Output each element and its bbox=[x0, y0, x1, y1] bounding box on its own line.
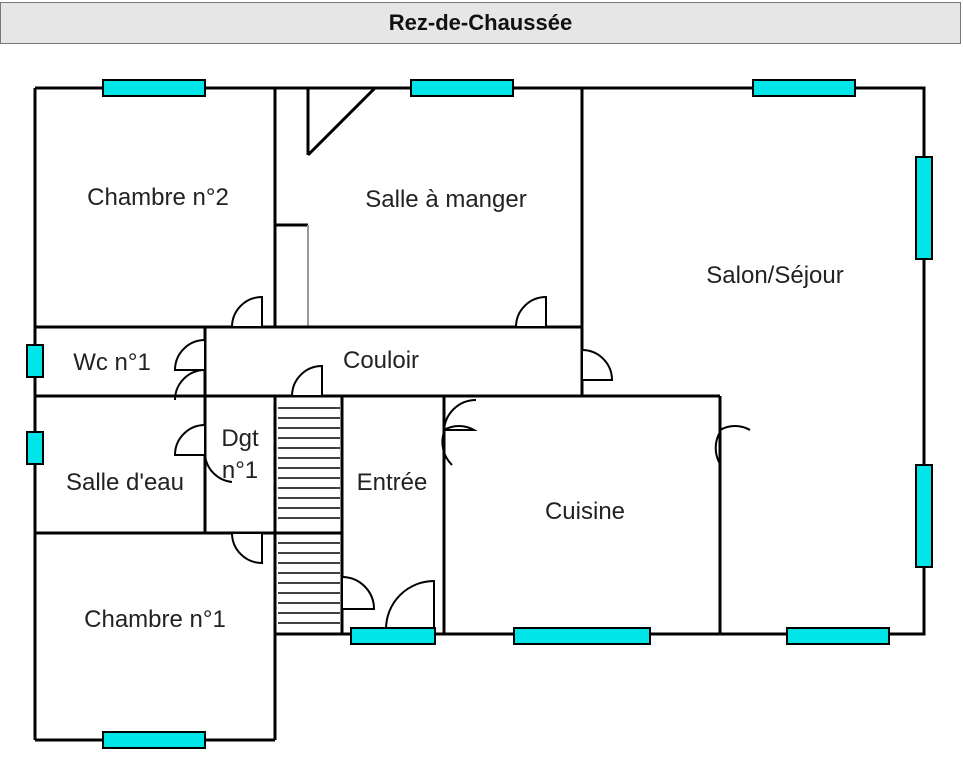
room-label-chambre2: Chambre n°2 bbox=[87, 184, 229, 211]
room-label-dgt-line1: Dgt bbox=[221, 425, 259, 452]
doors bbox=[173, 295, 751, 630]
floor-title: Rez-de-Chaussée bbox=[388, 10, 573, 35]
room-label-cuisine: Cuisine bbox=[545, 498, 625, 525]
stairs bbox=[278, 407, 340, 624]
room-label-salle-manger: Salle à manger bbox=[365, 186, 526, 213]
room-label-salle-eau: Salle d'eau bbox=[66, 469, 184, 496]
floor-header: Rez-de-Chaussée bbox=[0, 2, 961, 44]
room-label-salon: Salon/Séjour bbox=[706, 262, 843, 289]
room-label-wc: Wc n°1 bbox=[73, 349, 151, 376]
room-label-chambre1: Chambre n°1 bbox=[84, 606, 226, 633]
room-label-couloir: Couloir bbox=[343, 347, 419, 374]
windows bbox=[26, 79, 933, 749]
room-label-dgt-line2: n°1 bbox=[222, 457, 258, 484]
room-label-entree: Entrée bbox=[357, 469, 428, 496]
